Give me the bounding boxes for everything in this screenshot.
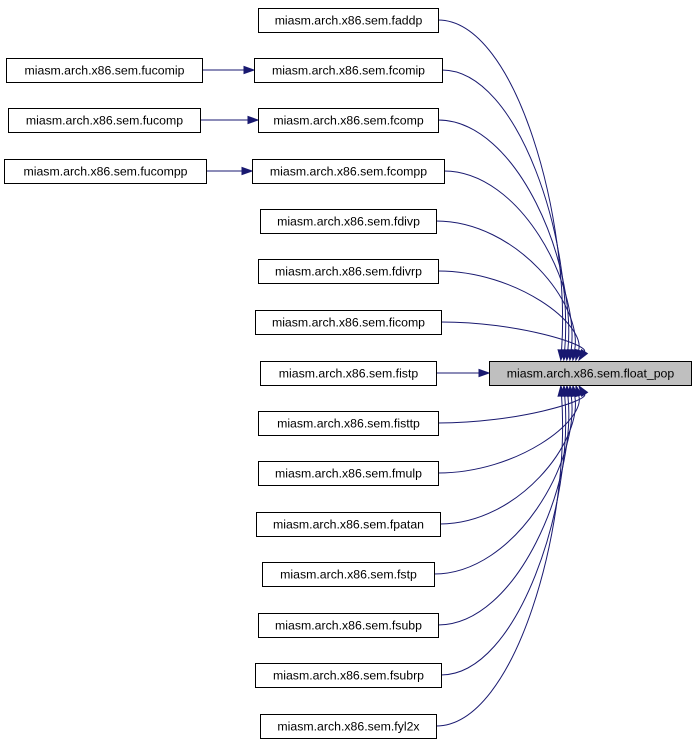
node-box-fpatan	[256, 512, 441, 537]
node-fucompp[interactable]: miasm.arch.x86.sem.fucompp	[4, 159, 207, 184]
edge-fyl2x-to-float_pop	[435, 395, 563, 727]
node-fdivp[interactable]: miasm.arch.x86.sem.fdivp	[260, 209, 437, 234]
node-box-fistp	[260, 361, 437, 386]
arrowhead-fistp-to-float_pop	[478, 368, 491, 378]
node-label-fdivp: miasm.arch.x86.sem.fdivp	[277, 215, 420, 229]
node-fstp[interactable]: miasm.arch.x86.sem.fstp	[262, 562, 435, 587]
node-label-ficomp: miasm.arch.x86.sem.ficomp	[272, 316, 425, 330]
edge-fcomip-to-float_pop	[441, 69, 567, 351]
edges-layer	[200, 19, 589, 727]
arrowhead-fyl2x-to-float_pop	[557, 384, 566, 397]
edge-fsubp-to-float_pop	[437, 395, 570, 626]
node-fucomip[interactable]: miasm.arch.x86.sem.fucomip	[6, 58, 203, 83]
node-ficomp[interactable]: miasm.arch.x86.sem.ficomp	[255, 310, 442, 335]
node-fsubp[interactable]: miasm.arch.x86.sem.fsubp	[258, 613, 439, 638]
node-fcomip[interactable]: miasm.arch.x86.sem.fcomip	[254, 58, 443, 83]
node-box-fucomip	[6, 58, 203, 83]
node-label-fmulp: miasm.arch.x86.sem.fmulp	[275, 467, 422, 481]
node-box-fmulp	[258, 461, 439, 486]
node-label-fdivrp: miasm.arch.x86.sem.fdivrp	[275, 265, 422, 279]
node-label-fsubp: miasm.arch.x86.sem.fsubp	[275, 619, 422, 633]
node-box-fcomip	[254, 58, 443, 83]
node-box-ficomp	[255, 310, 442, 335]
edge-faddp-to-float_pop	[437, 19, 564, 351]
node-box-faddp	[258, 8, 439, 33]
node-fcompp[interactable]: miasm.arch.x86.sem.fcompp	[252, 159, 445, 184]
node-label-fpatan: miasm.arch.x86.sem.fpatan	[273, 518, 424, 532]
node-label-fucomip: miasm.arch.x86.sem.fucomip	[25, 64, 185, 78]
node-box-fisttp	[258, 411, 439, 436]
node-label-fucomp: miasm.arch.x86.sem.fucomp	[26, 114, 183, 128]
node-label-fsubrp: miasm.arch.x86.sem.fsubrp	[273, 669, 424, 683]
arrowhead-fdivrp-to-float_pop	[574, 348, 583, 362]
node-box-fstp	[262, 562, 435, 587]
edge-fdivrp-to-float_pop	[437, 270, 580, 351]
node-fcomp[interactable]: miasm.arch.x86.sem.fcomp	[258, 108, 439, 133]
node-fsubrp[interactable]: miasm.arch.x86.sem.fsubrp	[255, 663, 442, 688]
node-box-fdivp	[260, 209, 437, 234]
node-fyl2x[interactable]: miasm.arch.x86.sem.fyl2x	[260, 714, 437, 739]
edge-fsubrp-to-float_pop	[440, 395, 567, 676]
node-fdivrp[interactable]: miasm.arch.x86.sem.fdivrp	[258, 259, 439, 284]
edge-fpatan-to-float_pop	[439, 395, 576, 525]
node-label-fstp: miasm.arch.x86.sem.fstp	[280, 568, 417, 582]
node-box-fyl2x	[260, 714, 437, 739]
node-float_pop[interactable]: miasm.arch.x86.sem.float_pop	[489, 361, 692, 386]
node-fistp[interactable]: miasm.arch.x86.sem.fistp	[260, 361, 437, 386]
nodes-layer: miasm.arch.x86.sem.float_pop miasm.arch.x…	[4, 8, 692, 739]
edge-fcomp-to-float_pop	[437, 119, 570, 351]
edge-fdivp-to-float_pop	[435, 220, 576, 351]
node-label-float_pop: miasm.arch.x86.sem.float_pop	[507, 367, 675, 381]
arrowhead-fucomp-to-fcomp	[247, 115, 260, 125]
node-fpatan[interactable]: miasm.arch.x86.sem.fpatan	[256, 512, 441, 537]
arrowhead-fucompp-to-fcompp	[241, 166, 254, 176]
node-box-fucompp	[4, 159, 207, 184]
edge-ficomp-to-float_pop	[440, 321, 585, 353]
node-box-fcomp	[258, 108, 439, 133]
edge-fisttp-to-float_pop	[437, 393, 586, 424]
node-box-fdivrp	[258, 259, 439, 284]
node-fmulp[interactable]: miasm.arch.x86.sem.fmulp	[258, 461, 439, 486]
node-box-float_pop	[489, 361, 692, 386]
node-box-fsubp	[258, 613, 439, 638]
arrowhead-ficomp-to-float_pop	[578, 348, 589, 362]
node-faddp[interactable]: miasm.arch.x86.sem.faddp	[258, 8, 439, 33]
edge-fmulp-to-float_pop	[437, 395, 580, 474]
node-fucomp[interactable]: miasm.arch.x86.sem.fucomp	[8, 108, 201, 133]
arrowhead-fucomip-to-fcomip	[243, 65, 256, 75]
node-box-fcompp	[252, 159, 445, 184]
node-label-fcomp: miasm.arch.x86.sem.fcomp	[273, 114, 423, 128]
node-label-fyl2x: miasm.arch.x86.sem.fyl2x	[277, 720, 420, 734]
edge-fcompp-to-float_pop	[443, 170, 573, 351]
node-label-fucompp: miasm.arch.x86.sem.fucompp	[23, 165, 187, 179]
node-label-faddp: miasm.arch.x86.sem.faddp	[275, 14, 423, 28]
node-label-fcomip: miasm.arch.x86.sem.fcomip	[272, 64, 425, 78]
node-label-fcompp: miasm.arch.x86.sem.fcompp	[270, 165, 427, 179]
node-label-fistp: miasm.arch.x86.sem.fistp	[279, 367, 419, 381]
node-label-fisttp: miasm.arch.x86.sem.fisttp	[277, 417, 420, 431]
edge-fstp-to-float_pop	[433, 395, 573, 575]
node-box-fsubrp	[255, 663, 442, 688]
node-box-fucomp	[8, 108, 201, 133]
node-fisttp[interactable]: miasm.arch.x86.sem.fisttp	[258, 411, 439, 436]
